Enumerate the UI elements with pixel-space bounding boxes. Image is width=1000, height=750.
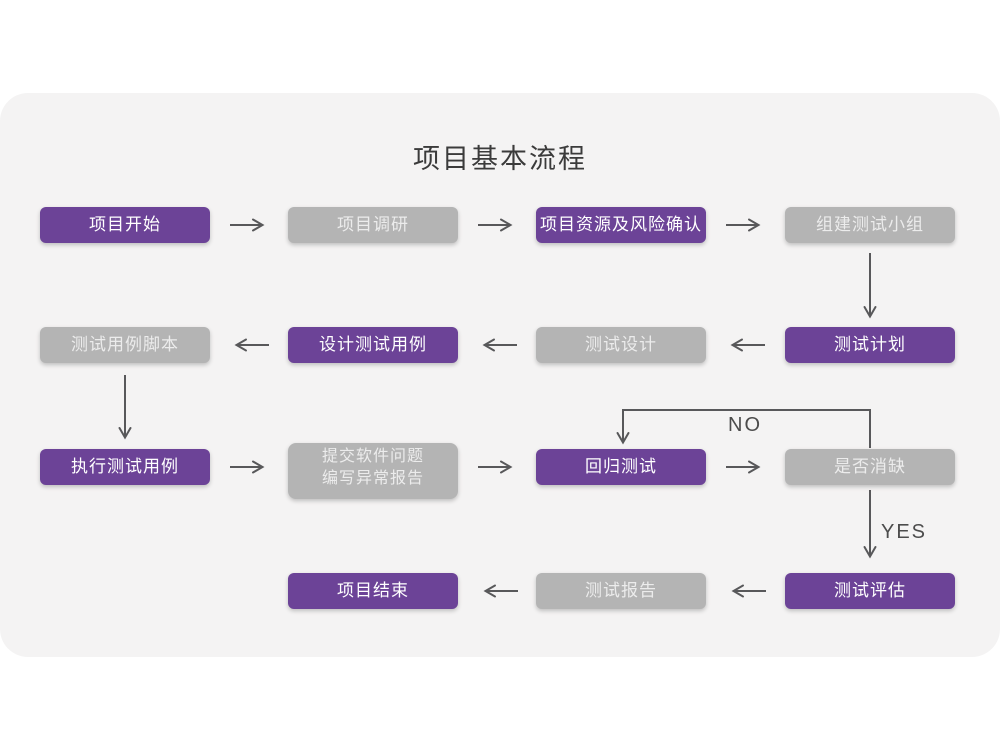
node-execute-cases: 执行测试用例 <box>40 449 210 485</box>
node-case-script: 测试用例脚本 <box>40 327 210 363</box>
node-defect-cleared: 是否消缺 <box>785 449 955 485</box>
node-build-team: 组建测试小组 <box>785 207 955 243</box>
node-label: 是否消缺 <box>834 457 906 476</box>
node-label: 项目调研 <box>337 215 409 234</box>
node-label: 测试计划 <box>834 335 906 354</box>
edge-label-no: NO <box>728 414 762 436</box>
node-label: 执行测试用例 <box>71 457 179 476</box>
node-test-design: 测试设计 <box>536 327 706 363</box>
node-label: 项目资源及风险确认 <box>540 215 702 234</box>
node-submit-issues: 提交软件问题 编写异常报告 <box>288 443 458 499</box>
node-label: 项目结束 <box>337 581 409 600</box>
node-test-report: 测试报告 <box>536 573 706 609</box>
flowchart-card <box>0 93 1000 657</box>
node-project-start: 项目开始 <box>40 207 210 243</box>
node-label: 设计测试用例 <box>319 335 427 354</box>
node-label: 测试评估 <box>834 581 906 600</box>
node-label: 测试设计 <box>585 335 657 354</box>
node-test-evaluate: 测试评估 <box>785 573 955 609</box>
node-label: 项目开始 <box>89 215 161 234</box>
node-test-plan: 测试计划 <box>785 327 955 363</box>
node-label: 测试报告 <box>585 581 657 600</box>
node-label-line1: 提交软件问题 <box>321 448 424 465</box>
node-label: 测试用例脚本 <box>71 335 179 354</box>
node-project-research: 项目调研 <box>288 207 458 243</box>
node-regression-test: 回归测试 <box>536 449 706 485</box>
node-label: 组建测试小组 <box>816 215 924 234</box>
node-risk-confirm: 项目资源及风险确认 <box>536 207 706 243</box>
edge-label-yes: YES <box>881 521 928 543</box>
node-label-line2: 编写异常报告 <box>321 470 424 487</box>
node-design-cases: 设计测试用例 <box>288 327 458 363</box>
node-label: 回归测试 <box>585 457 657 476</box>
diagram-title: 项目基本流程 <box>413 144 587 174</box>
node-project-end: 项目结束 <box>288 573 458 609</box>
